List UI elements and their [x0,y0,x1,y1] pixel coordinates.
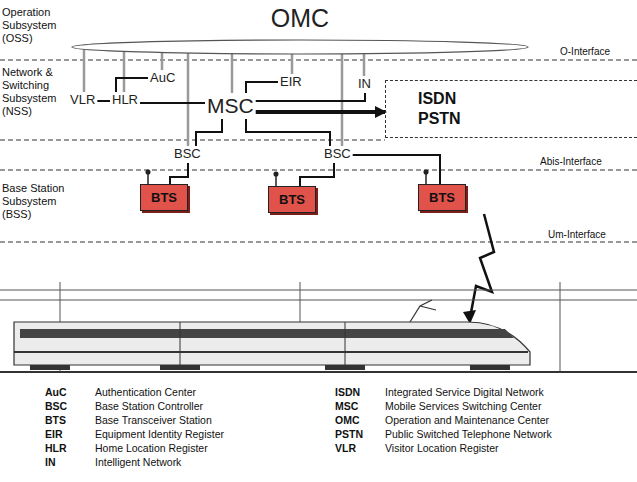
radio-link-bolt [470,214,494,318]
legend-abbreviation: HLR [45,442,67,456]
interface-label: O-Interface [560,45,610,58]
bts-box: BTS [140,184,188,211]
legend-meaning: Operation and Maintenance Center [385,414,549,428]
bts-box: BTS [268,186,316,213]
network-link [116,78,148,92]
register-label: EIR [278,74,304,91]
node-title: BTS [429,190,455,205]
management-link [83,49,86,92]
legend-meaning: Public Switched Telephone Network [385,428,552,442]
omc-ellipse: OMC [70,39,530,55]
register-label: AuC [148,70,177,87]
legend-abbreviation: EIR [45,428,63,442]
controller-label: BSC [172,146,203,163]
o-interface-line [0,60,637,61]
interface-lines [0,60,637,242]
legend-meaning: Base Transceiver Station [95,414,212,428]
network-link [246,82,278,93]
subsystem-label: Operation Subsystem (OSS) [2,6,72,45]
subsystem-divider [0,140,385,141]
node-title: BTS [151,190,177,205]
management-link [363,54,366,76]
register-label: HLR [110,92,140,109]
node-title: MSC [207,94,254,118]
bts-box: BTS [418,184,466,211]
network-link [97,100,110,102]
subsystem-label: Network & Switching Subsystem (NSS) [2,66,64,118]
node-title: ISDN PSTN [418,89,461,129]
controller-label: BSC [322,146,353,163]
legend-abbreviation: PSTN [335,428,363,442]
management-link [291,54,294,74]
legend-abbreviation: IN [45,456,56,470]
management-link [231,54,234,93]
node-title: HLR [112,93,138,108]
legend-meaning: Intelligent Network [95,456,181,470]
legend-abbreviation: VLR [335,442,356,456]
interface-label: Um-Interface [548,228,606,241]
management-link [123,51,126,92]
network-label: IN [356,76,373,93]
bus-ellipse [70,39,530,55]
legend-abbreviation: OMC [335,414,360,428]
node-title: OMC [70,3,530,33]
network-link [140,102,205,104]
legend-meaning: Integrated Service Digital Network [385,386,544,400]
legend-abbreviation: ISDN [335,386,360,400]
subsystem-label: Base Station Subsystem (BSS) [2,182,72,221]
node-title: BSC [174,147,201,162]
node-title: IN [358,77,371,92]
legend-abbreviation: BSC [45,400,67,414]
external-network-box: ISDN PSTN [385,80,637,138]
interface-label: Abis-Interface [540,155,602,168]
node-title: EIR [280,75,302,90]
switching-center-label: MSC [205,93,256,119]
network-link [246,119,330,146]
network-link [170,163,188,184]
legend-meaning: Equipment Identity Register [95,428,224,442]
node-title: VLR [70,93,95,108]
management-link [161,53,164,70]
network-link [196,119,222,146]
node-title: BSC [324,147,351,162]
legend-abbreviation: AuC [45,386,67,400]
catenary [0,282,637,372]
node-title: BTS [279,192,305,207]
management-link [187,53,190,146]
management-link [341,54,344,146]
abis-interface-line [0,170,637,171]
node-title: AuC [150,71,175,86]
network-link [256,110,385,114]
legend-meaning: Visitor Location Register [385,442,499,456]
network-link [353,155,440,184]
legend-meaning: Authentication Center [95,386,196,400]
legend-abbreviation: BTS [45,414,66,428]
register-label: VLR [68,92,97,109]
legend-meaning: Mobile Services Switching Center [385,400,541,414]
legend-abbreviation: MSC [335,400,358,414]
train [0,300,637,372]
network-link [256,93,365,101]
legend-meaning: Base Station Controller [95,400,203,414]
network-link [300,163,334,186]
um-interface-line [0,242,637,243]
legend-meaning: Home Location Register [95,442,208,456]
